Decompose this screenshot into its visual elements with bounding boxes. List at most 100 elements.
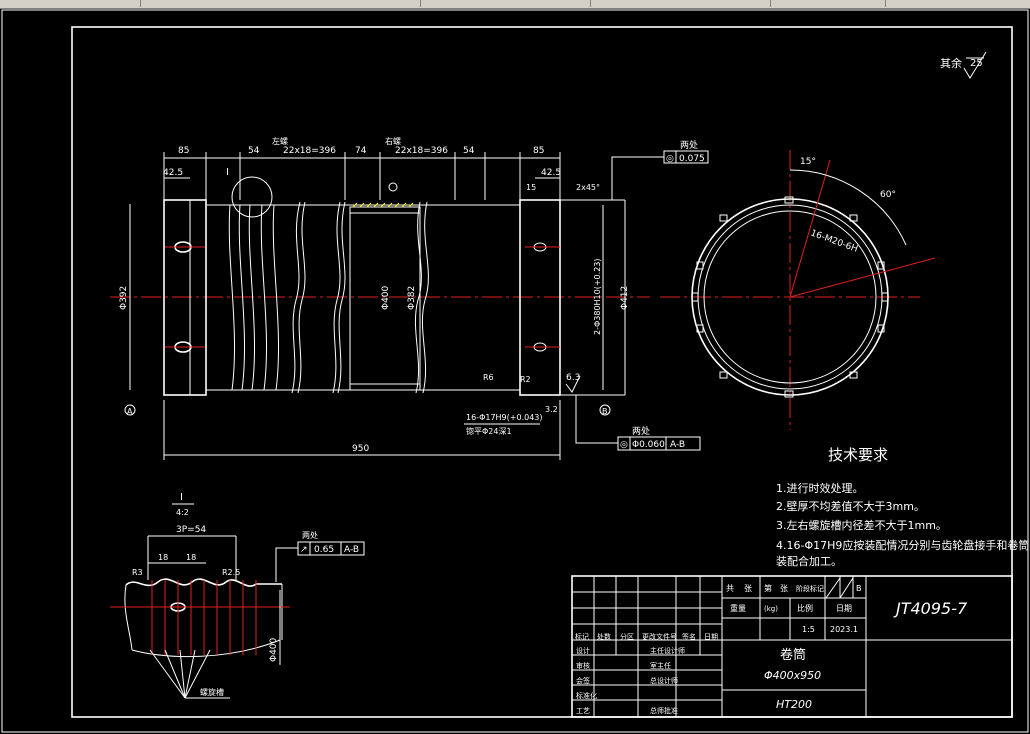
svg-text:段: 段 xyxy=(803,584,810,593)
tolerance-frame-top: 两处 ◎ 0.075 xyxy=(611,139,709,200)
toolbar-segment[interactable] xyxy=(140,0,421,7)
dim-phi412: Φ412 xyxy=(620,286,630,310)
detail-scale: 4:2 xyxy=(176,508,189,517)
detail-tolerance-frame: 两处 ↗ 0.65 A-B xyxy=(275,530,365,582)
detail-dim-phi400: Φ400 xyxy=(269,637,279,662)
svg-text:两处: 两处 xyxy=(632,425,650,437)
dim-phi400: Φ400 xyxy=(381,285,391,310)
tb-date: 2023.1 xyxy=(830,625,858,634)
detail-i-label: I xyxy=(226,167,229,178)
dim-54-right: 54 xyxy=(463,146,475,156)
svg-text:◎: ◎ xyxy=(666,154,674,164)
tb-material: HT200 xyxy=(776,698,812,711)
roughness-label: 其余 xyxy=(940,56,962,70)
tb-drawing-code: JT4095-7 xyxy=(893,599,968,618)
toolbar-segment[interactable] xyxy=(770,0,886,7)
tb-ratio: 1:5 xyxy=(802,625,815,634)
dim-16-holes: 16-Φ17H9(+0.043) xyxy=(466,413,543,422)
dim-85-right: 85 xyxy=(533,146,544,156)
tech-req-item-2: 2.壁厚不均差值不大于3mm。 xyxy=(776,499,925,513)
detail-dim-r2-5: R2.5 xyxy=(222,568,240,577)
svg-text:两处: 两处 xyxy=(302,530,318,540)
tech-requirements: 技术要求 1.进行时效处理。 2.壁厚不均差值不大于3mm。 3.左右螺旋槽内径… xyxy=(776,446,1029,568)
datum-a-label: A xyxy=(127,407,133,416)
svg-text:A-B: A-B xyxy=(670,440,685,450)
dim-396-right: 22x18=396 xyxy=(395,146,448,156)
svg-text:标: 标 xyxy=(810,584,817,593)
svg-text:标准化: 标准化 xyxy=(576,691,597,700)
thread-right-label: 右螺 xyxy=(385,136,401,146)
svg-text:室主任: 室主任 xyxy=(650,661,671,670)
roughness-symbol xyxy=(963,51,987,79)
dim-74: 74 xyxy=(355,146,367,156)
tb-sheet-idx: 第 xyxy=(764,583,772,593)
inner-frame xyxy=(71,26,1013,718)
svg-text:Φ0.060: Φ0.060 xyxy=(632,440,665,450)
tech-req-item-5: 装配合加工。 xyxy=(776,554,842,568)
tb-unit-kg: (kg) xyxy=(764,605,778,613)
detail-title: I xyxy=(180,492,183,503)
svg-text:总师批准: 总师批准 xyxy=(650,706,678,715)
toolbar-segment[interactable] xyxy=(420,0,591,7)
dim-phi382: Φ382 xyxy=(407,286,417,310)
svg-text:记: 记 xyxy=(817,585,824,593)
svg-text:分区: 分区 xyxy=(620,632,634,641)
section-hatch xyxy=(352,202,414,208)
tech-req-item-4: 4.16-Φ17H9应按装配情况分别与齿轮盘接手和卷筒 xyxy=(776,538,1029,552)
svg-text:0.075: 0.075 xyxy=(679,154,705,164)
svg-text:工艺: 工艺 xyxy=(576,707,590,715)
tech-req-item-3: 3.左右螺旋槽内径差不大于1mm。 xyxy=(776,518,947,532)
tb-sheet-no: 张 xyxy=(744,584,752,593)
svg-text:处数: 处数 xyxy=(597,632,611,641)
svg-text:审核: 审核 xyxy=(576,661,590,670)
dim-85-left: 85 xyxy=(178,146,189,156)
datum-b-marker xyxy=(599,404,611,416)
svg-text:阶: 阶 xyxy=(796,584,803,593)
outer-border xyxy=(1,9,1029,733)
svg-text:↗: ↗ xyxy=(300,545,308,555)
dim-42-5-right: 42.5 xyxy=(541,168,561,178)
roughness-3-2: 3.2 xyxy=(545,405,558,414)
svg-text:设计: 设计 xyxy=(576,646,590,655)
side-inner-circle xyxy=(703,210,877,384)
detail-view: I 4:2 3P=54 18 18 R3 R2.5 两处 ↗ 0.65 xyxy=(110,492,365,699)
svg-text:日期: 日期 xyxy=(704,633,718,641)
roughness-6-3: 6.3 xyxy=(566,373,580,383)
toolbar-segment[interactable] xyxy=(590,0,771,7)
inner-bore xyxy=(349,206,421,391)
tb-col-ratio: 比例 xyxy=(797,603,813,613)
tb-sheet-total: 共 xyxy=(726,584,734,593)
angle-arc-60 xyxy=(789,169,907,246)
toolbar-segment[interactable] xyxy=(0,0,141,7)
toolbar-segment[interactable] xyxy=(885,0,1030,7)
tb-sheet-idx2: 张 xyxy=(780,584,788,593)
svg-text:标记: 标记 xyxy=(575,632,589,641)
dim-phi392: Φ392 xyxy=(119,286,129,310)
dim-phi380: 2-Φ380H10(+0.23) xyxy=(593,259,602,336)
tb-col-date: 日期 xyxy=(836,604,852,613)
small-circle-marker xyxy=(388,182,398,192)
cad-toolbar-strip xyxy=(0,0,1030,9)
thread-left-label: 左螺 xyxy=(272,136,288,146)
detail-dim-18a: 18 xyxy=(158,553,168,562)
svg-text:更改文件号: 更改文件号 xyxy=(642,632,677,641)
detail-groove-profile xyxy=(125,578,282,587)
svg-text:会签: 会签 xyxy=(576,676,590,685)
cad-drawing-canvas[interactable]: 其余 25 xyxy=(0,8,1030,734)
left-flange xyxy=(163,199,207,396)
tb-sheet-b: B xyxy=(856,584,862,593)
dim-chamfer: 2x45° xyxy=(576,183,600,192)
side-view: 15° 60° 16-M20-6H xyxy=(660,150,936,430)
svg-text:◎: ◎ xyxy=(620,440,628,450)
dim-950: 950 xyxy=(352,444,369,454)
roughness-value: 25 xyxy=(970,58,983,69)
thread-16-m20: 16-M20-6H xyxy=(809,228,859,254)
svg-text:主任设计师: 主任设计师 xyxy=(650,646,685,655)
title-block: 共 张 第 张 阶 段 标 记 B 重量 (kg) 比例 日期 1:5 2023… xyxy=(571,575,1013,718)
dim-15: 15 xyxy=(526,183,536,192)
datum-a-marker xyxy=(124,404,136,416)
dim-r6: R6 xyxy=(483,373,494,382)
svg-text:签名: 签名 xyxy=(682,632,696,641)
detail-i-circle xyxy=(231,176,273,218)
detail-note-groove: 螺旋槽 xyxy=(200,687,224,697)
